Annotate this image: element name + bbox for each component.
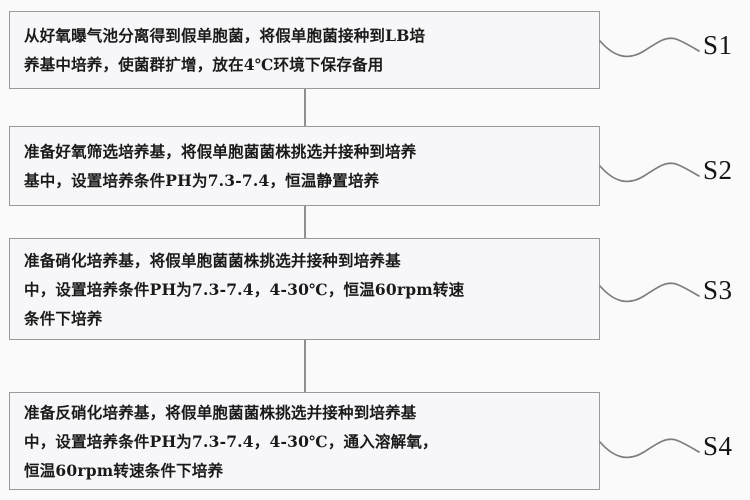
flowchart-step-box-s3[interactable]: 准备硝化培养基，将假单胞菌菌株挑选并接种到培养基 中，设置培养条件PH为7.3-… xyxy=(9,238,600,340)
connector-arrow-s3-to-s4 xyxy=(297,340,313,392)
step-label-s2: S2 xyxy=(703,155,733,185)
step-text-s2: 准备好氧筛选培养基，将假单胞菌菌株挑选并接种到培养 基中，设置培养条件PH为7.… xyxy=(24,142,417,190)
step-text-s1: 从好氧曝气池分离得到假单胞菌，将假单胞菌接种到LB培 养基中培养，使菌群扩增，放… xyxy=(24,26,426,74)
connector-shaft xyxy=(304,340,306,392)
flowchart-step-box-s1[interactable]: 从好氧曝气池分离得到假单胞菌，将假单胞菌接种到LB培 养基中培养，使菌群扩增，放… xyxy=(9,11,600,89)
connector-shaft xyxy=(304,89,306,126)
connector-shaft xyxy=(304,206,306,238)
leader-line-s1 xyxy=(598,27,702,67)
step-label-s4: S4 xyxy=(703,431,733,461)
step-label-s3: S3 xyxy=(703,275,733,305)
leader-line-s4 xyxy=(598,428,702,468)
flowchart-step-box-s2[interactable]: 准备好氧筛选培养基，将假单胞菌菌株挑选并接种到培养 基中，设置培养条件PH为7.… xyxy=(9,126,600,206)
leader-line-s2 xyxy=(598,152,702,192)
step-text-s3: 准备硝化培养基，将假单胞菌菌株挑选并接种到培养基 中，设置培养条件PH为7.3-… xyxy=(24,250,465,328)
connector-arrow-s2-to-s3 xyxy=(297,206,313,238)
connector-arrow-s1-to-s2 xyxy=(297,89,313,126)
leader-line-s3 xyxy=(598,272,702,312)
step-label-s1: S1 xyxy=(703,30,733,60)
flowchart-step-box-s4[interactable]: 准备反硝化培养基，将假单胞菌菌株挑选并接种到培养基 中，设置培养条件PH为7.3… xyxy=(9,392,600,490)
step-text-s4: 准备反硝化培养基，将假单胞菌菌株挑选并接种到培养基 中，设置培养条件PH为7.3… xyxy=(24,402,438,480)
